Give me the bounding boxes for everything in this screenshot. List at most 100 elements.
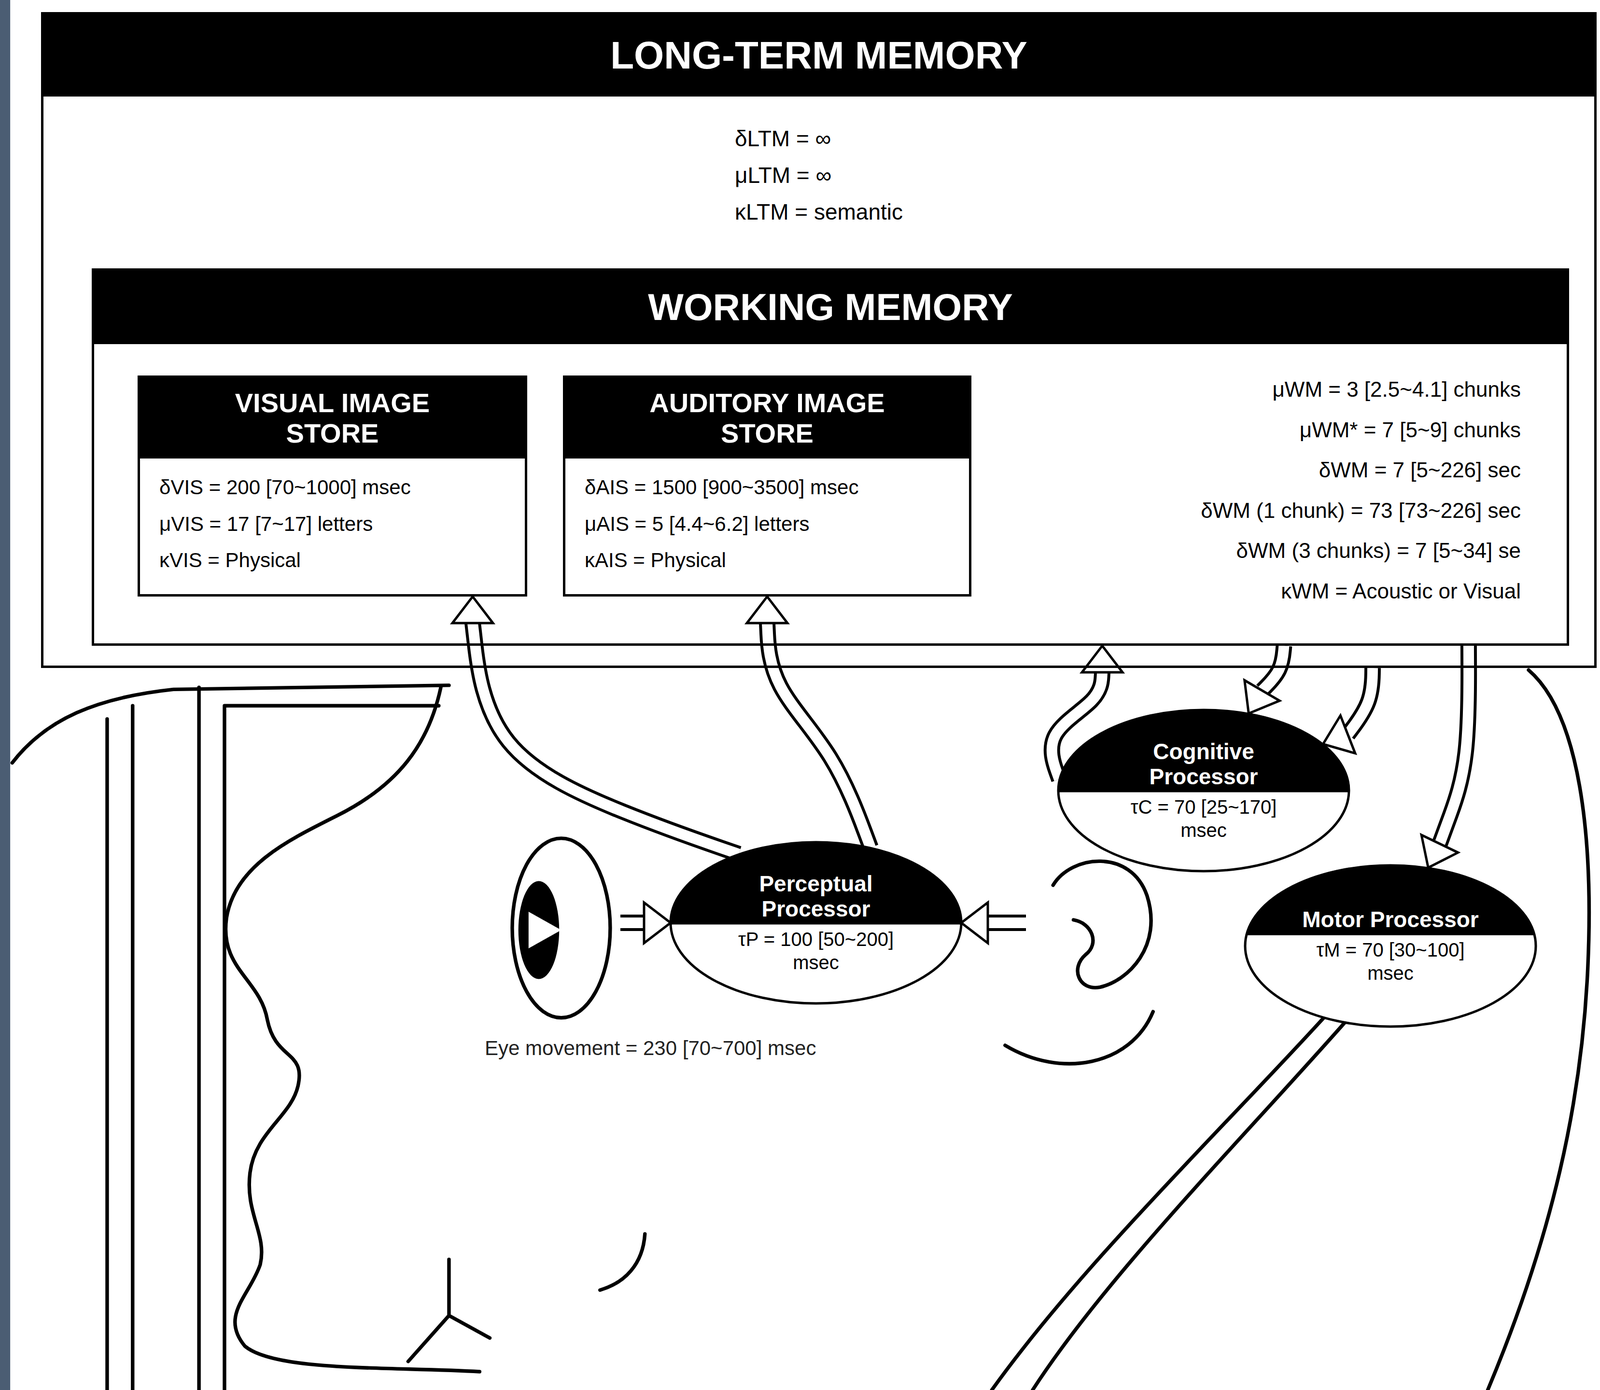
processor-text: Motor Processor τM = 70 [30~100] msec	[1293, 907, 1488, 985]
cycle-time: τP = 100 [50~200] msec	[719, 927, 913, 975]
parameter-text: μVIS = 17 [7~17] letters	[159, 505, 411, 543]
parameter-text: κAIS = Physical	[584, 542, 859, 579]
processor-cap	[1058, 710, 1349, 793]
processor-name: Cognitive Processor	[1107, 739, 1301, 790]
processor-text: Cognitive Processor τC = 70 [25~170] msec	[1107, 739, 1301, 842]
face-detail	[600, 1234, 646, 1291]
motor-processor-ellipse: Motor Processor τM = 70 [30~100] msec	[1243, 864, 1538, 1029]
cognitive-processor-ellipse: Cognitive Processor τC = 70 [25~170] msec	[1056, 708, 1351, 873]
processor-cap	[1246, 865, 1535, 936]
processor-fill	[1245, 865, 1536, 1027]
flow-arrow	[1322, 668, 1373, 754]
parameter-text: μAIS = 5 [4.4~6.2] letters	[584, 505, 859, 543]
processor-border	[670, 842, 962, 1004]
parameter-text: κVIS = Physical	[159, 542, 411, 579]
box-heading: LONG-TERM MEMORY	[610, 33, 1028, 78]
processor-cap	[670, 842, 962, 926]
arrow-outline	[472, 623, 739, 855]
parameter-text: μWM = 3 [2.5~4.1] chunks	[1200, 369, 1521, 410]
arrow-head	[1244, 680, 1280, 715]
auditory-image-store-box: AUDITORY IMAGE STORE δAIS = 1500 [900~350…	[562, 375, 972, 597]
box-heading: VISUAL IMAGE STORE	[197, 388, 468, 449]
cycle-time: τM = 70 [30~100] msec	[1293, 938, 1488, 985]
arrow-outline	[1347, 668, 1373, 735]
arrow-outline	[987, 914, 1026, 932]
parameter-text: μLTM = ∞	[734, 157, 903, 195]
box-heading: AUDITORY IMAGE STORE	[615, 388, 920, 449]
arrow-shaft	[1439, 645, 1469, 844]
parameter-text: δVIS = 200 [70~1000] msec	[159, 469, 411, 506]
arrow-shaft	[767, 623, 871, 848]
parameter-text: μWM* = 7 [5~9] chunks	[1200, 409, 1521, 451]
arrow-shaft	[472, 623, 739, 855]
arrow-head	[644, 902, 671, 944]
parameter-area: δAIS = 1500 [900~3500] msecμAIS = 5 [4.4…	[565, 458, 969, 584]
perceptual-processor-ellipse: Perceptual Processor τP = 100 [50~200] ms…	[669, 841, 963, 1006]
arrow-head	[1421, 835, 1459, 869]
arrow-outline	[767, 623, 871, 848]
eye	[512, 838, 611, 1019]
eye-highlight	[528, 912, 562, 949]
arrow-shaft	[620, 917, 645, 929]
processor-outline	[1056, 708, 1351, 873]
arrow-head	[1081, 645, 1123, 673]
flow-arrow	[1244, 645, 1285, 714]
parameter-text: δWM = 7 [5~226] sec	[1200, 449, 1521, 491]
parameter-area: δVIS = 200 [70~1000] msecμVIS = 17 [7~17…	[140, 458, 525, 584]
flow-arrow	[746, 596, 871, 848]
parameter-text: δWM (1 chunk) = 73 [73~226] sec	[1200, 490, 1521, 532]
heading-bar: WORKING MEMORY	[94, 270, 1567, 345]
parameter-text: κWM = Acoustic or Visual	[1200, 571, 1521, 612]
processor-text: Perceptual Processor τP = 100 [50~200] ms…	[719, 871, 913, 974]
collar-lines	[407, 1260, 490, 1362]
flow-arrow	[452, 596, 739, 855]
face-profile	[225, 687, 480, 1373]
parameter-list: δLTM = ∞μLTM = ∞κLTM = semantic	[734, 120, 903, 231]
working-memory-box: WORKING MEMORY μWM = 3 [2.5~4.1] chunksμW…	[91, 268, 1570, 646]
parameter-list: δVIS = 200 [70~1000] msecμVIS = 17 [7~17…	[159, 469, 411, 579]
arrow-shaft	[987, 917, 1026, 929]
arrow-head	[452, 596, 493, 624]
heading-bar: VISUAL IMAGE STORE	[140, 378, 525, 459]
parameter-text: δLTM = ∞	[734, 120, 903, 158]
head-back	[1487, 670, 1590, 1390]
sense-arrow	[961, 902, 1026, 944]
processor-name: Motor Processor	[1293, 907, 1488, 933]
long-term-memory-box: LONG-TERM MEMORY δLTM = ∞μLTM = ∞κLTM = s…	[41, 12, 1597, 669]
screen-frame	[196, 687, 201, 1390]
screen-frame	[224, 705, 439, 1390]
visual-image-store-box: VISUAL IMAGE STORE δVIS = 200 [70~1000] m…	[137, 375, 528, 597]
parameter-list: μWM = 3 [2.5~4.1] chunksμWM* = 7 [5~9] c…	[1200, 369, 1521, 612]
cycle-time: τC = 70 [25~170] msec	[1107, 795, 1301, 843]
processor-border	[1245, 865, 1536, 1027]
eye-movement-note: Eye movement = 230 [70~700] msec	[484, 1037, 816, 1061]
arrow-shaft	[1262, 645, 1284, 691]
box-heading: WORKING MEMORY	[647, 286, 1013, 329]
page-edge-strip	[0, 0, 11, 1390]
heading-bar: LONG-TERM MEMORY	[43, 14, 1595, 97]
arrow-head	[961, 902, 988, 944]
processor-name: Perceptual Processor	[719, 871, 913, 922]
arrow-outline	[1262, 645, 1284, 691]
processor-fill	[1058, 710, 1349, 872]
parameter-text: δWM (3 chunks) = 7 [5~34] se	[1200, 530, 1521, 572]
parameter-area: δLTM = ∞μLTM = ∞κLTM = semantic	[43, 96, 1595, 231]
parameter-text: δAIS = 1500 [900~3500] msec	[584, 469, 859, 506]
arrow-outline	[620, 914, 645, 932]
screen-frame	[12, 685, 450, 764]
arrow-shaft	[1347, 668, 1373, 735]
processor-outline	[669, 841, 963, 1006]
jaw-line	[1005, 1011, 1153, 1065]
sense-arrow	[620, 902, 671, 944]
heading-bar: AUDITORY IMAGE STORE	[565, 378, 969, 459]
flow-arrow	[1421, 645, 1469, 869]
arm-line	[991, 1014, 1327, 1390]
arrow-outline	[1439, 645, 1469, 844]
arm-line	[1032, 1018, 1349, 1390]
parameter-text: κLTM = semantic	[734, 194, 903, 231]
parameter-list: δAIS = 1500 [900~3500] msecμAIS = 5 [4.4…	[584, 469, 859, 579]
arrow-head	[746, 596, 788, 624]
processor-border	[1058, 710, 1349, 872]
screen-frame	[130, 705, 135, 1390]
